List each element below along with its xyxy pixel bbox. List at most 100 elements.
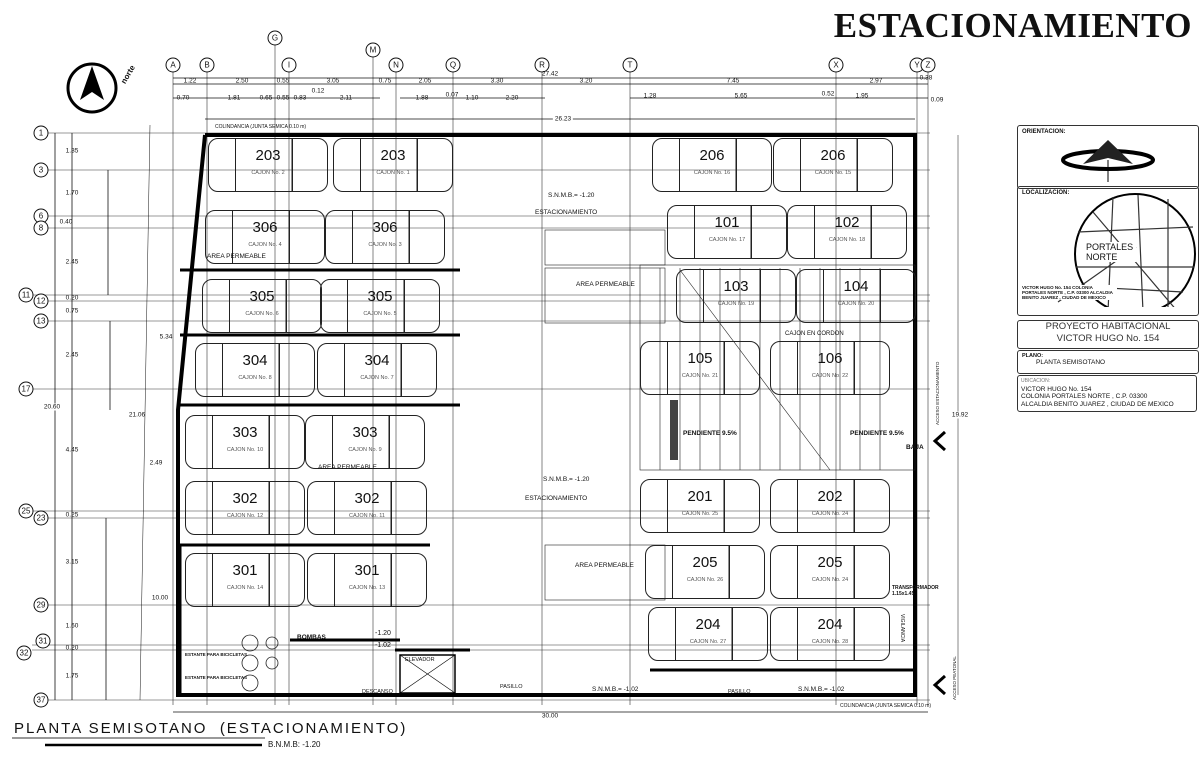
project-address: VICTOR HUGO No. 154 <box>1056 333 1160 344</box>
bike-rack-label: ESTANTE PARA BICICLETAS <box>185 652 248 657</box>
slope-label: PENDIENTE 9.5% <box>850 430 904 437</box>
bike-rack-label: ESTANTE PARA BICICLETAS <box>185 675 248 680</box>
dimension: 7.45 <box>726 77 740 85</box>
location-label: LOCALIZACION: <box>1022 190 1070 196</box>
dimension: 2.20 <box>505 94 519 102</box>
plan-label: PLANO: <box>1022 353 1044 359</box>
level-marker: S.N.M.B.= -1.20 <box>548 192 595 199</box>
dimension: 2.11 <box>339 94 353 102</box>
dimension: 0.83 <box>293 94 307 102</box>
dimension: 1.22 <box>183 77 197 85</box>
grid-row-label: 31 <box>35 633 51 649</box>
dimension: 0.65 <box>259 94 273 102</box>
grid-column-label: A <box>165 57 181 73</box>
dimension: 0.12 <box>311 87 325 95</box>
dimension: 0.25 <box>65 511 79 519</box>
north-arrow-icon <box>66 62 118 114</box>
dimension: 0.09 <box>930 96 944 104</box>
level-marker: S.N.M.B.= -1.02 <box>798 686 845 693</box>
hallway-label: PASILLO <box>500 684 523 690</box>
grid-row-label: 29 <box>33 597 49 613</box>
grid-column-label: G <box>267 30 283 46</box>
dimension: 2.45 <box>65 351 79 359</box>
address-line: ALCALDIA BENITO JUAREZ , CIUDAD DE MEXIC… <box>1021 400 1174 408</box>
hallway-label: PASILLO <box>728 689 751 695</box>
dimension: 1.35 <box>65 147 79 155</box>
level-marker: -1.20 <box>375 630 391 637</box>
dimension: 2.97 <box>869 77 883 85</box>
dimension: 3.30 <box>490 77 504 85</box>
orientation-label: ORIENTACION: <box>1022 129 1066 135</box>
location-details-box: UBICACION: VICTOR HUGO No. 154 COLONIA P… <box>1017 375 1197 412</box>
grid-row-label: 32 <box>16 645 32 661</box>
dimension: 3.05 <box>326 77 340 85</box>
dimension: 5.34 <box>159 333 173 341</box>
compass-icon <box>1061 140 1155 182</box>
dimension: 1.60 <box>65 622 79 630</box>
dimension: 3.20 <box>579 77 593 85</box>
dimension: 26.23 <box>552 115 574 123</box>
plan-value: PLANTA SEMISOTANO <box>1036 359 1106 366</box>
dimension: 0.40 <box>59 218 73 226</box>
grid-column-label: R <box>534 57 550 73</box>
grid-column-label: Q <box>445 57 461 73</box>
grid-column-label: B <box>199 57 215 73</box>
area-permeable-label: AREA PERMEABLE <box>318 464 377 471</box>
area-label: ESTACIONAMIENTO <box>525 495 588 502</box>
dimension: 2.05 <box>418 77 432 85</box>
dimension: 20.60 <box>43 403 61 411</box>
dimension: 1.95 <box>855 92 869 100</box>
transformer-label: TRANSFORMADOR 1.15x1.45 <box>892 585 939 597</box>
grid-column-label: X <box>828 57 844 73</box>
level-marker: S.N.M.B.= -1.02 <box>592 686 639 693</box>
plan-title: PLANTA SEMISOTANO (ESTACIONAMIENTO) <box>14 720 408 737</box>
grid-column-label: Z <box>920 57 936 73</box>
dimension: 0.75 <box>378 77 392 85</box>
dimension: 1.75 <box>65 672 79 680</box>
plan-level: B.N.M.B: -1.20 <box>268 740 321 749</box>
grid-row-label: 11 <box>18 287 34 303</box>
boundary-label: COLINDANCIA (JUNTA SEMICA 0.10 m) <box>840 703 932 709</box>
grid-column-label: N <box>388 57 404 73</box>
dimension: 19.92 <box>951 411 969 419</box>
boundary-label: COLINDANCIA (JUNTA SEMICA 0.10 m) <box>215 124 307 130</box>
dimension: 27.42 <box>541 70 559 78</box>
grid-row-label: 23 <box>33 510 49 526</box>
vehicle-access-label: ACCESO ESTACIONAMIENTO <box>935 361 940 425</box>
dimension: 0.38 <box>919 74 933 82</box>
landing-label: DESCANSO <box>362 689 393 695</box>
dimension: 0.07 <box>445 91 459 99</box>
dimension: 2.50 <box>235 77 249 85</box>
location-head: UBICACION: <box>1021 378 1051 384</box>
level-marker: -1.02 <box>375 642 391 649</box>
dimension: 10.00 <box>151 594 169 602</box>
area-permeable-label: AREA PERMEABLE <box>207 253 266 260</box>
down-label: BAJA <box>906 444 924 451</box>
cordon-label: CAJON EN CORDON <box>785 331 844 337</box>
area-permeable-label: AREA PERMEABLE <box>575 562 634 569</box>
dimension: 0.55 <box>276 94 290 102</box>
address-line: VICTOR HUGO No. 154 <box>1021 385 1092 393</box>
project-box: PROYECTO HABITACIONAL VICTOR HUGO No. 15… <box>1017 320 1199 349</box>
pumps-label: BOMBAS <box>297 634 326 641</box>
